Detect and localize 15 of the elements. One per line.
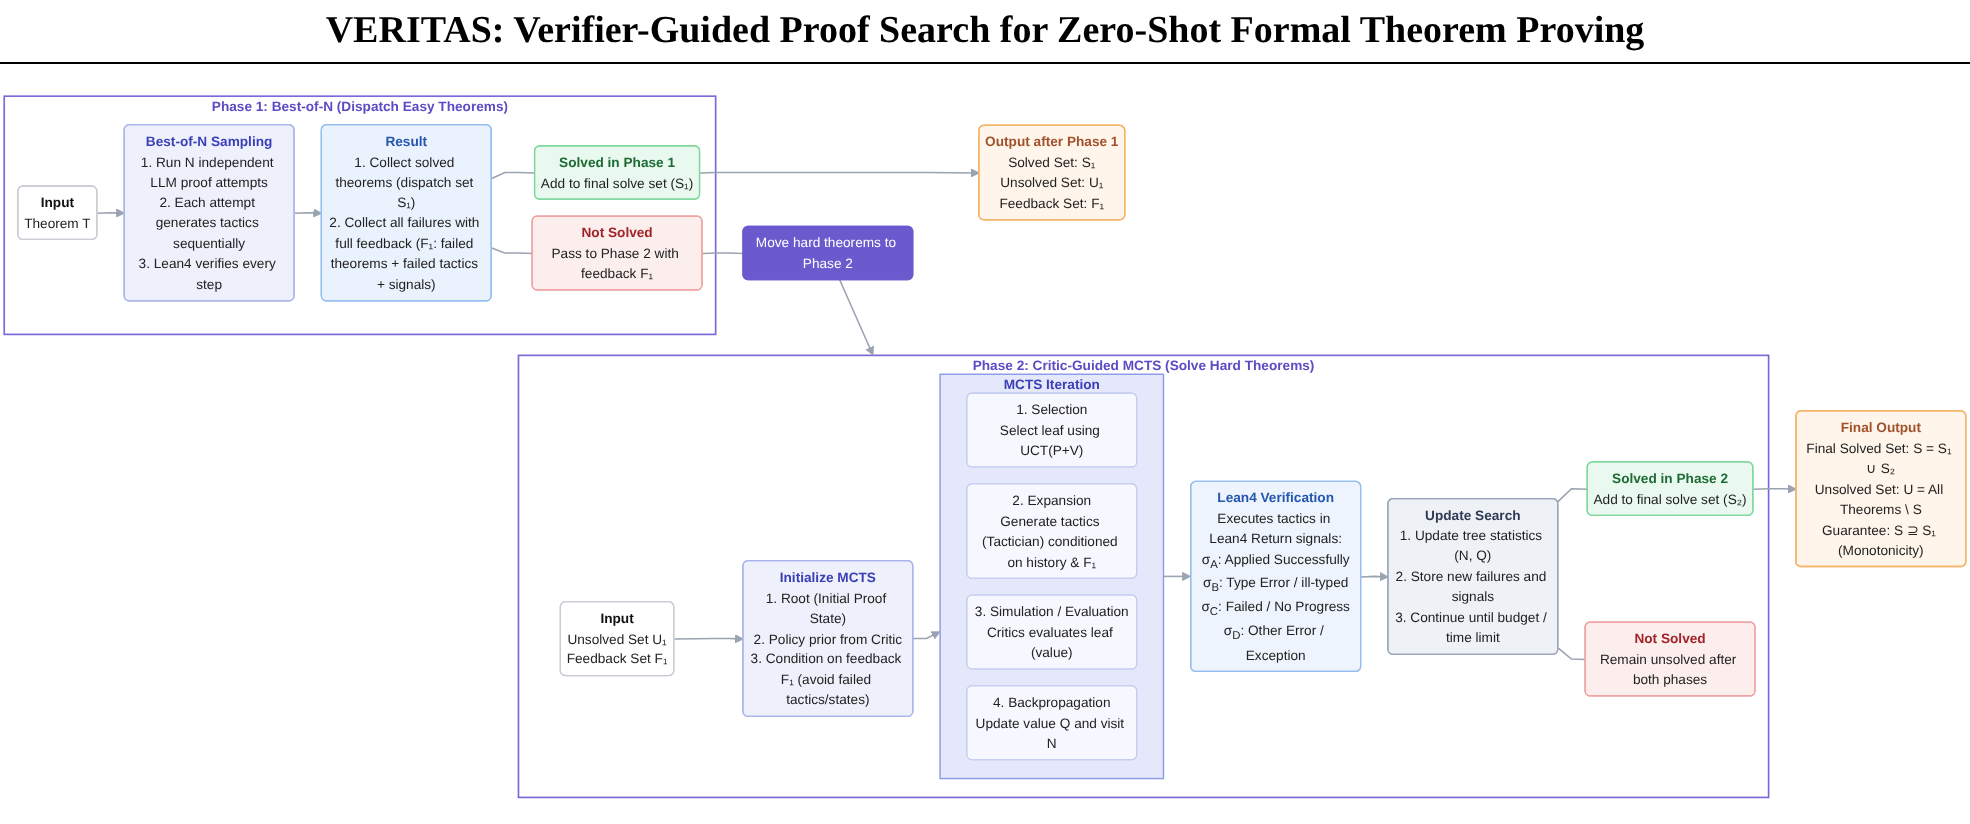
arrow	[912, 630, 941, 639]
arrow	[1162, 570, 1192, 581]
connector	[490, 246, 534, 254]
connector	[1557, 646, 1587, 660]
arrow	[838, 278, 874, 355]
connector	[701, 251, 745, 254]
connector	[1556, 487, 1589, 502]
connector	[490, 170, 536, 179]
arrow	[1752, 483, 1797, 493]
arrow	[96, 207, 126, 217]
arrow	[293, 207, 323, 217]
arrow	[673, 633, 744, 643]
arrow	[699, 167, 980, 177]
arrow	[1360, 571, 1389, 581]
diagram-title: VERITAS: Verifier-Guided Proof Search for Zero-Shot Formal Theorem Proving	[325, 10, 1645, 54]
